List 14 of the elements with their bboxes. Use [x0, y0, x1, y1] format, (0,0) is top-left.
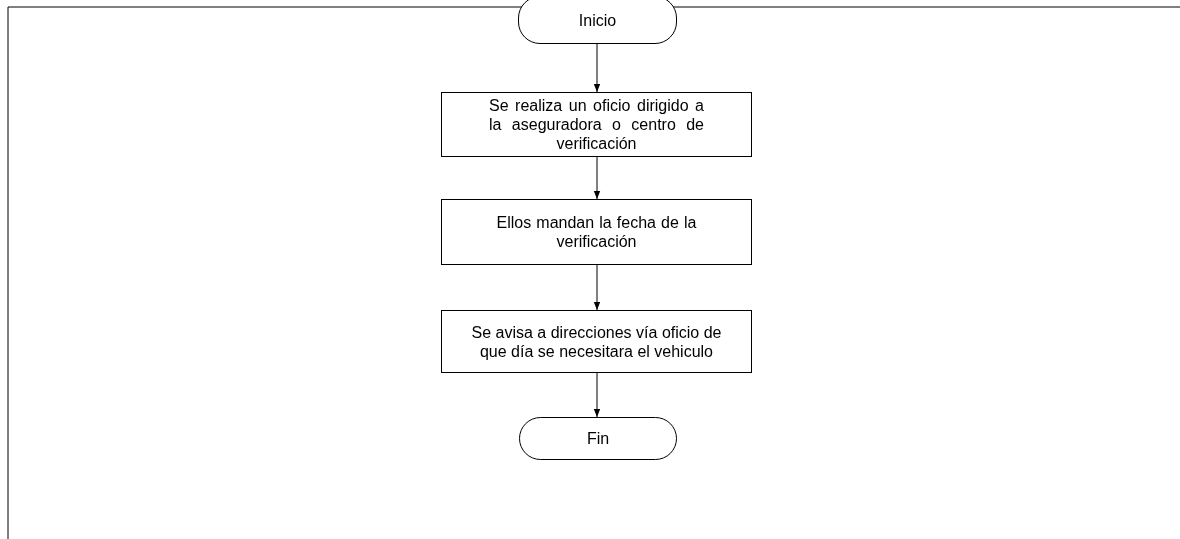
arrow [593, 264, 601, 311]
terminal-shape [519, 417, 677, 460]
node-text: Ellos mandan la fecha de la verificación [496, 213, 697, 251]
process-box [441, 310, 752, 373]
node-text: Se realiza un oficio dirigido a la aseguradora o centro de verificación [489, 96, 704, 153]
process-box [441, 92, 752, 157]
arrow [593, 156, 601, 200]
arrow [593, 43, 601, 93]
process-box [441, 199, 752, 265]
arrow [593, 372, 601, 418]
node-text: Fin [586, 429, 610, 448]
node-text: Se avisa a direcciones vía oficio de que día se necesitara el vehiculo [471, 322, 722, 361]
node-text: Inicio [578, 10, 617, 30]
terminal-shape [518, 0, 677, 44]
